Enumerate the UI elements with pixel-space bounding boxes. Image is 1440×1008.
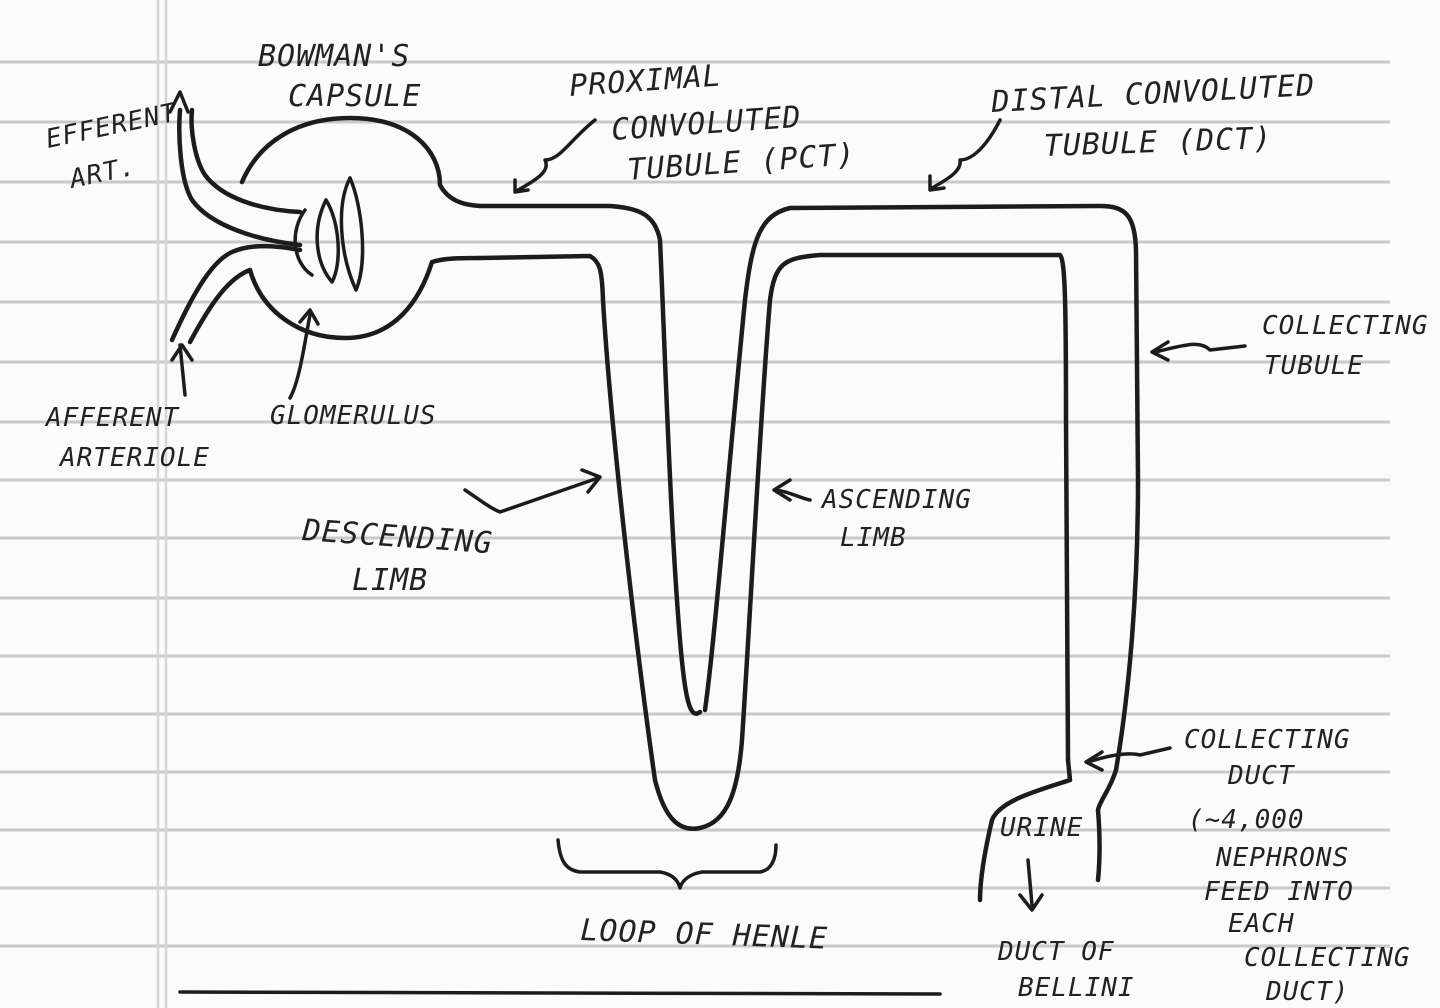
- dct-label-line2: TUBULE (DCT): [1043, 121, 1273, 164]
- collecting-duct-line7: COLLECTING: [1244, 943, 1411, 973]
- pct-label-line3: TUBULE (PCT): [626, 137, 857, 188]
- pct-arrow: [518, 120, 595, 190]
- collecting-duct-label: COLLECTING DUCT (~4,000 NEPHRONS FEED IN…: [1184, 725, 1411, 1007]
- afferent-label: AFFERENT ARTERIOLE: [44, 403, 210, 473]
- urine-label: URINE: [1000, 813, 1083, 843]
- loop-of-henle-label: LOOP OF HENLE: [580, 913, 829, 957]
- afferent-arrow: [180, 345, 185, 395]
- bellini-line2: BELLINI: [1018, 973, 1135, 1003]
- duct-of-bellini-label: DUCT OF BELLINI: [997, 937, 1135, 1003]
- collecting-tubule-arrow: [1155, 344, 1245, 352]
- glomerulus-label: GLOMERULUS: [270, 401, 437, 431]
- collecting-duct-line8: DUCT): [1265, 977, 1349, 1007]
- collecting-duct-line4: NEPHRONS: [1215, 843, 1349, 873]
- descending-limb-line2: LIMB: [352, 563, 428, 598]
- descending-limb-label: DESCENDING LIMB: [300, 513, 494, 598]
- afferent-label-line1: AFFERENT: [44, 403, 180, 433]
- collecting-duct-line3: (~4,000: [1188, 805, 1305, 835]
- bottom-ink-line: [180, 992, 940, 994]
- collecting-duct-line1: COLLECTING: [1184, 725, 1351, 755]
- descending-arrow: [465, 478, 598, 512]
- ruled-lines: [0, 62, 1390, 946]
- descending-limb-line1: DESCENDING: [300, 513, 494, 561]
- dct-arrow: [932, 120, 1000, 188]
- pct-label-line2: CONVOLUTED: [610, 100, 803, 148]
- tubule-shape: [480, 206, 1138, 910]
- afferent-label-line2: ARTERIOLE: [58, 443, 210, 473]
- ascending-limb-label: ASCENDING LIMB: [820, 485, 972, 553]
- glomerulus-shape: [295, 178, 362, 290]
- collecting-tubule-line2: TUBULE: [1264, 351, 1364, 381]
- bellini-line1: DUCT OF: [997, 937, 1115, 967]
- ascending-limb-line1: ASCENDING: [820, 485, 972, 515]
- bowmans-label-line1: BOWMAN'S: [258, 39, 411, 74]
- collecting-tubule-label: COLLECTING TUBULE: [1262, 311, 1429, 381]
- collecting-tubule-line1: COLLECTING: [1262, 311, 1429, 341]
- efferent-arteriole-shape: [170, 92, 300, 245]
- collecting-duct-line2: DUCT: [1227, 761, 1295, 791]
- bowmans-capsule-label: BOWMAN'S CAPSULE: [258, 39, 421, 114]
- bowmans-label-line2: CAPSULE: [288, 79, 421, 114]
- efferent-label-line1: EFFERENT: [43, 98, 180, 155]
- afferent-arteriole-shape: [172, 246, 300, 342]
- collecting-duct-line6: EACH: [1228, 909, 1295, 939]
- collecting-duct-line5: FEED INTO: [1204, 877, 1354, 907]
- loop-brace: [558, 840, 776, 888]
- dct-label-line1: DISTAL CONVOLUTED: [990, 68, 1316, 120]
- dct-label: DISTAL CONVOLUTED TUBULE (DCT): [990, 68, 1316, 164]
- ascending-limb-line2: LIMB: [840, 523, 907, 553]
- efferent-label-line2: ART.: [65, 152, 138, 196]
- pct-label-line1: PROXIMAL: [568, 58, 723, 104]
